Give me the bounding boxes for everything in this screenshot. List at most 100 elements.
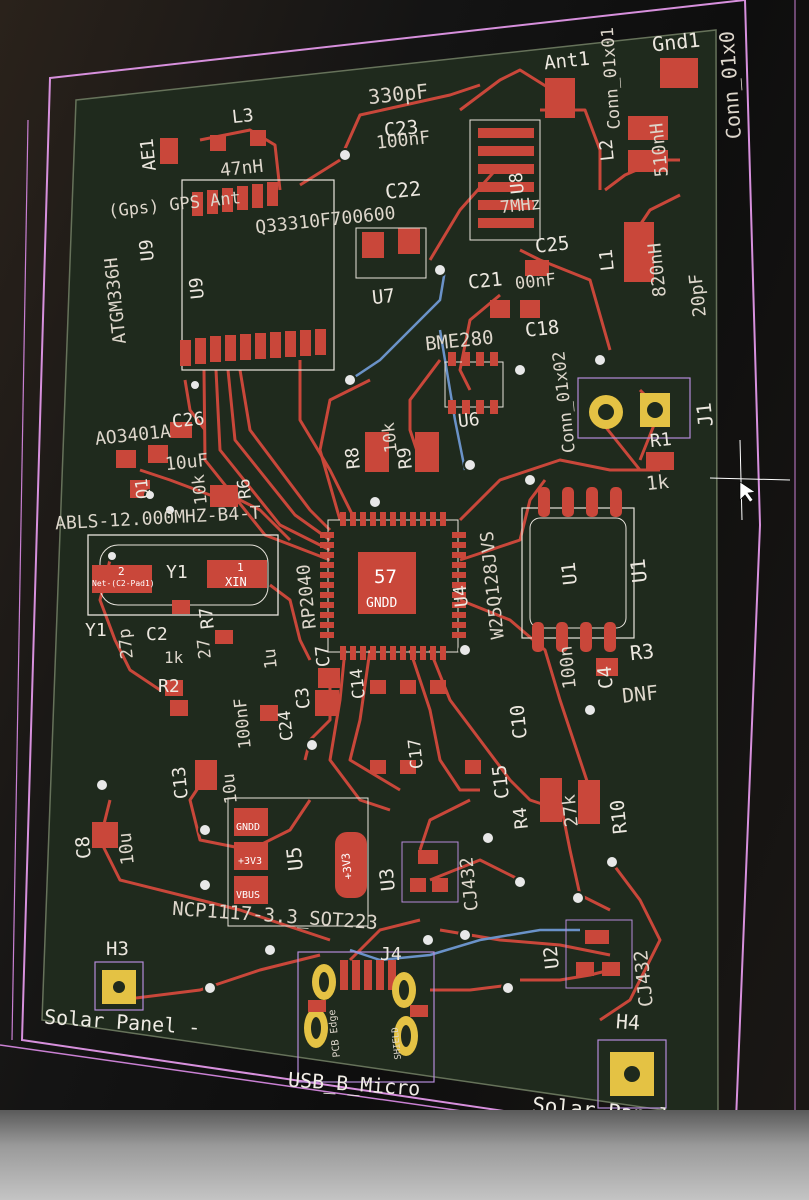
c4-label: C4 [593,664,618,690]
vias [95,148,619,995]
u5-outline [227,797,369,927]
c18-pad [520,300,540,318]
q1-pad-b [148,445,168,463]
l2-pad-b [628,150,668,172]
dnf-label: DNF [620,680,660,708]
cap-10u-label: 10u [218,772,242,805]
pad1-number: 1 [237,561,244,574]
l3-pad-1 [210,135,226,151]
r1-label: R1 [648,428,673,453]
u5-3v3-b-label: +3V3 [339,852,355,880]
c7-label: C7 [311,644,335,668]
passive-pads [92,422,618,848]
ae1-pad [160,138,178,164]
u6-label: U6 [456,408,481,433]
c21-label: C21 [466,268,504,294]
c10-label: C10 [506,703,532,740]
gnd1-pad [660,58,698,88]
u5-tab [335,832,367,898]
monitor-bezel [0,1110,809,1200]
u9-courtyard [181,179,335,371]
cap-10u-b-label: 10u [114,831,139,866]
res-27k-label: 27k [558,793,583,828]
u5-pad-3v3 [234,842,268,870]
y1-b-label: Y1 [85,620,107,641]
j1-pin1-hole [647,402,663,418]
res-10k-label: 10k [378,421,402,454]
ant1-pad [545,78,575,118]
u4-center-pad [358,552,416,614]
c18-label: C18 [523,316,561,342]
c26-label: C26 [170,408,206,433]
c14-label: C14 [346,667,370,700]
l3-pad-2 [250,130,266,146]
u5-pad-vbus [234,876,268,904]
res-10k-b-label: 10k [188,473,212,506]
r6-pad [210,485,238,507]
r4-label: R4 [509,806,533,830]
u2-outline [565,919,633,989]
j1-label: J1 [691,401,718,428]
cap-4uf-label: 00nF [514,269,557,295]
c25-pad [525,260,549,276]
q1-label: Q1 [131,477,154,500]
gnd1-label: Gnd1 [650,27,702,57]
u7-outline [355,227,427,279]
c17-label: C17 [404,737,428,770]
r10-label: R10 [606,798,632,835]
u8-body [469,119,541,241]
cap-1u-label: 1u [259,647,282,670]
r7-label: R7 [195,606,219,630]
mouse-pointer-icon [739,481,756,503]
u7-label: U7 [370,284,396,310]
u3-pad-c [432,878,448,892]
cursor-crosshair-v [739,439,743,521]
res-1k-b-label: 1k [164,648,184,667]
u4-pads [320,512,466,660]
c2-label: C2 [146,624,168,645]
cursor-crosshair-h [709,477,791,481]
c15-label: C15 [488,763,514,800]
ind-47nh-label: 47nH [219,155,265,182]
c22-label: C22 [383,176,423,204]
h3-label: H3 [106,938,129,960]
c8-label: C8 [71,834,96,860]
u1-body [529,517,627,629]
h4-outline [597,1039,667,1109]
cap-10uf-label: 10uF [164,449,210,476]
j1-pin2-hole [598,404,614,420]
res-1k-label: 1k [644,470,670,496]
j1-outline [577,377,691,439]
l1-label: L1 [595,248,619,272]
r8-label: R8 [341,446,365,470]
l2-pad [628,116,668,140]
u1-pads-top [538,487,622,517]
r8-pads [365,432,389,472]
c24-label: C24 [274,709,298,742]
u4-gndd-label: GNDD [366,596,398,611]
r3-label: R3 [628,638,656,666]
ae1-label: AE1 [136,137,161,172]
u9-a-label: U9 [135,238,159,262]
h3-outline [94,961,144,1011]
c13-label: C13 [168,765,193,800]
l2-label: L2 [595,138,619,162]
j4-pins [340,960,396,990]
u4-pin57-label: 57 [374,566,397,588]
res-27-label: 27 [193,637,216,660]
board-edge-cuts [20,0,762,1147]
j4-outline [297,951,435,1083]
u6-outline [444,361,504,408]
u5-pad-gndd [234,808,268,836]
l1-pad [624,222,654,282]
q1-pad-a [116,450,136,468]
u2-label: U2 [539,944,564,970]
u3-outline [401,841,459,903]
l3-label: L3 [230,104,255,129]
u8-pads [478,128,534,228]
u1-a-label: U1 [557,560,582,586]
u3-pad-b [410,878,426,892]
u2-pad-b [576,962,594,976]
